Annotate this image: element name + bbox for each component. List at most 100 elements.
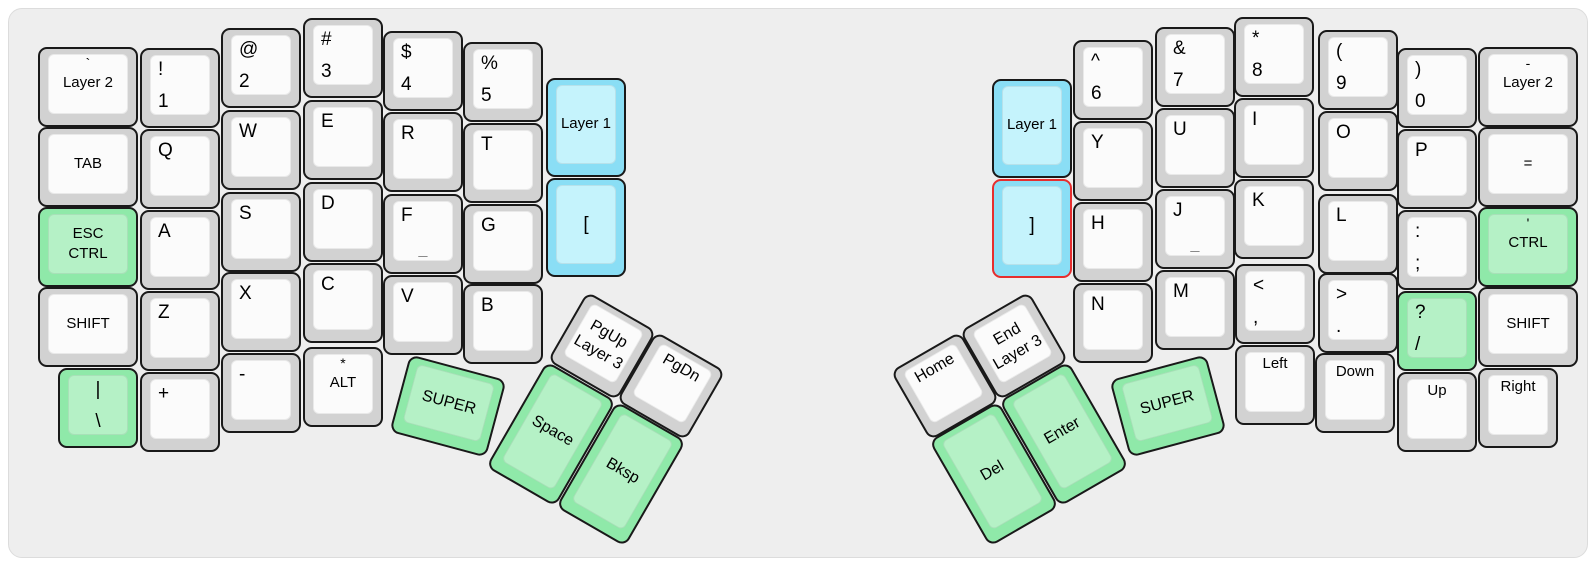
- keycap-top: <,: [1245, 271, 1305, 331]
- key-shift-left[interactable]: SHIFT: [38, 287, 138, 367]
- key-f[interactable]: F_: [383, 194, 463, 274]
- keycap-top: $4: [393, 38, 453, 98]
- key-label: <: [1253, 275, 1265, 296]
- key-label: Right: [1500, 378, 1536, 395]
- key-layer2-left[interactable]: `Layer 2: [38, 47, 138, 127]
- key-tab[interactable]: TAB: [38, 127, 138, 207]
- key-label: ^: [1091, 51, 1100, 72]
- key-minus[interactable]: -: [221, 353, 301, 433]
- key-up[interactable]: Up: [1397, 372, 1477, 452]
- keycap-top: TAB: [48, 134, 128, 194]
- key-right-bracket[interactable]: ]: [992, 179, 1072, 278]
- keycap-top: -Layer 2: [1488, 54, 1568, 114]
- keycap-top: G: [473, 211, 533, 271]
- keycap-top: `Layer 2: [48, 54, 128, 114]
- key-e[interactable]: E: [303, 100, 383, 180]
- key-k[interactable]: K: [1234, 179, 1314, 259]
- key-3[interactable]: #3: [303, 18, 383, 98]
- key-layer1-left[interactable]: Layer 1: [546, 78, 626, 177]
- keycap-top: #3: [313, 25, 373, 85]
- keycap-top: Y: [1083, 128, 1143, 188]
- keycap-top: *8: [1244, 24, 1304, 84]
- keycap-top: SUPER: [1120, 363, 1214, 443]
- keycap-top: L: [1328, 201, 1388, 261]
- key-label: @: [239, 39, 259, 60]
- key-right[interactable]: Right: [1478, 368, 1558, 448]
- key-d[interactable]: D: [303, 182, 383, 262]
- key-label: %: [481, 53, 498, 74]
- key-down[interactable]: Down: [1315, 353, 1395, 433]
- keycap-top: @2: [231, 35, 291, 95]
- key-label: SUPER: [420, 387, 478, 419]
- key-slash[interactable]: ?/: [1397, 291, 1477, 371]
- key-p[interactable]: P: [1397, 129, 1477, 209]
- key-label: *: [340, 355, 346, 371]
- key-period[interactable]: >.: [1318, 273, 1398, 353]
- key-quote-ctrl[interactable]: 'CTRL: [1478, 207, 1578, 287]
- key-comma[interactable]: <,: [1235, 264, 1315, 344]
- keycap-top: SUPER: [402, 363, 496, 443]
- key-label: Space: [528, 412, 577, 450]
- key-a[interactable]: A: [140, 210, 220, 290]
- key-y[interactable]: Y: [1073, 121, 1153, 201]
- key-5[interactable]: %5: [463, 42, 543, 122]
- key-shift-right[interactable]: SHIFT: [1478, 287, 1578, 367]
- key-w[interactable]: W: [221, 110, 301, 190]
- key-label: CTRL: [1508, 233, 1548, 251]
- keycap-top: B: [473, 291, 533, 351]
- key-label: ): [1415, 59, 1422, 80]
- key-label: 3: [321, 60, 332, 82]
- key-2[interactable]: @2: [221, 28, 301, 108]
- key-label: Layer 1: [1006, 116, 1058, 134]
- key-9[interactable]: (9: [1318, 30, 1398, 110]
- key-label: C: [321, 274, 335, 295]
- key-g[interactable]: G: [463, 204, 543, 284]
- key-j[interactable]: J_: [1155, 189, 1235, 269]
- key-star-alt[interactable]: *ALT: [303, 347, 383, 427]
- key-1[interactable]: !1: [140, 48, 220, 128]
- keycap-top: W: [231, 117, 291, 177]
- keycap-top: )0: [1407, 55, 1467, 115]
- key-z[interactable]: Z: [140, 291, 220, 371]
- key-m[interactable]: M: [1155, 270, 1235, 350]
- key-equals[interactable]: =: [1478, 127, 1578, 207]
- keycap-top: (9: [1328, 37, 1388, 97]
- key-8[interactable]: *8: [1234, 17, 1314, 97]
- key-v[interactable]: V: [383, 275, 463, 355]
- key-h[interactable]: H: [1073, 202, 1153, 282]
- keycap-top: &7: [1165, 34, 1225, 94]
- key-l[interactable]: L: [1318, 194, 1398, 274]
- key-n[interactable]: N: [1073, 283, 1153, 363]
- key-0[interactable]: )0: [1397, 48, 1477, 128]
- keycap-top: I: [1244, 105, 1304, 165]
- key-pipe-backslash[interactable]: |\: [58, 368, 138, 448]
- key-layer1-right[interactable]: Layer 1: [992, 79, 1072, 178]
- key-4[interactable]: $4: [383, 31, 463, 111]
- key-r[interactable]: R: [383, 112, 463, 192]
- key-6[interactable]: ^6: [1073, 40, 1153, 120]
- key-x[interactable]: X: [221, 272, 301, 352]
- key-c[interactable]: C: [303, 263, 383, 343]
- key-plus[interactable]: +: [140, 372, 220, 452]
- key-label: 8: [1252, 59, 1263, 81]
- key-label: &: [1173, 38, 1186, 59]
- key-u[interactable]: U: [1155, 108, 1235, 188]
- key-q[interactable]: Q: [140, 129, 220, 209]
- key-b[interactable]: B: [463, 284, 543, 364]
- key-minus-layer2[interactable]: -Layer 2: [1478, 47, 1578, 127]
- keycap-top: ^6: [1083, 47, 1143, 107]
- key-left-bracket[interactable]: [: [546, 178, 626, 277]
- key-i[interactable]: I: [1234, 98, 1314, 178]
- keycap-top: E: [313, 107, 373, 167]
- key-label: R: [401, 123, 415, 144]
- key-o[interactable]: O: [1318, 111, 1398, 191]
- key-semicolon[interactable]: :;: [1397, 210, 1477, 290]
- key-s[interactable]: S: [221, 192, 301, 272]
- key-t[interactable]: T: [463, 123, 543, 203]
- key-7[interactable]: &7: [1155, 27, 1235, 107]
- key-label: !: [158, 59, 164, 80]
- key-label: G: [481, 215, 496, 236]
- homing-bump: _: [1190, 236, 1200, 254]
- key-left[interactable]: Left: [1235, 345, 1315, 425]
